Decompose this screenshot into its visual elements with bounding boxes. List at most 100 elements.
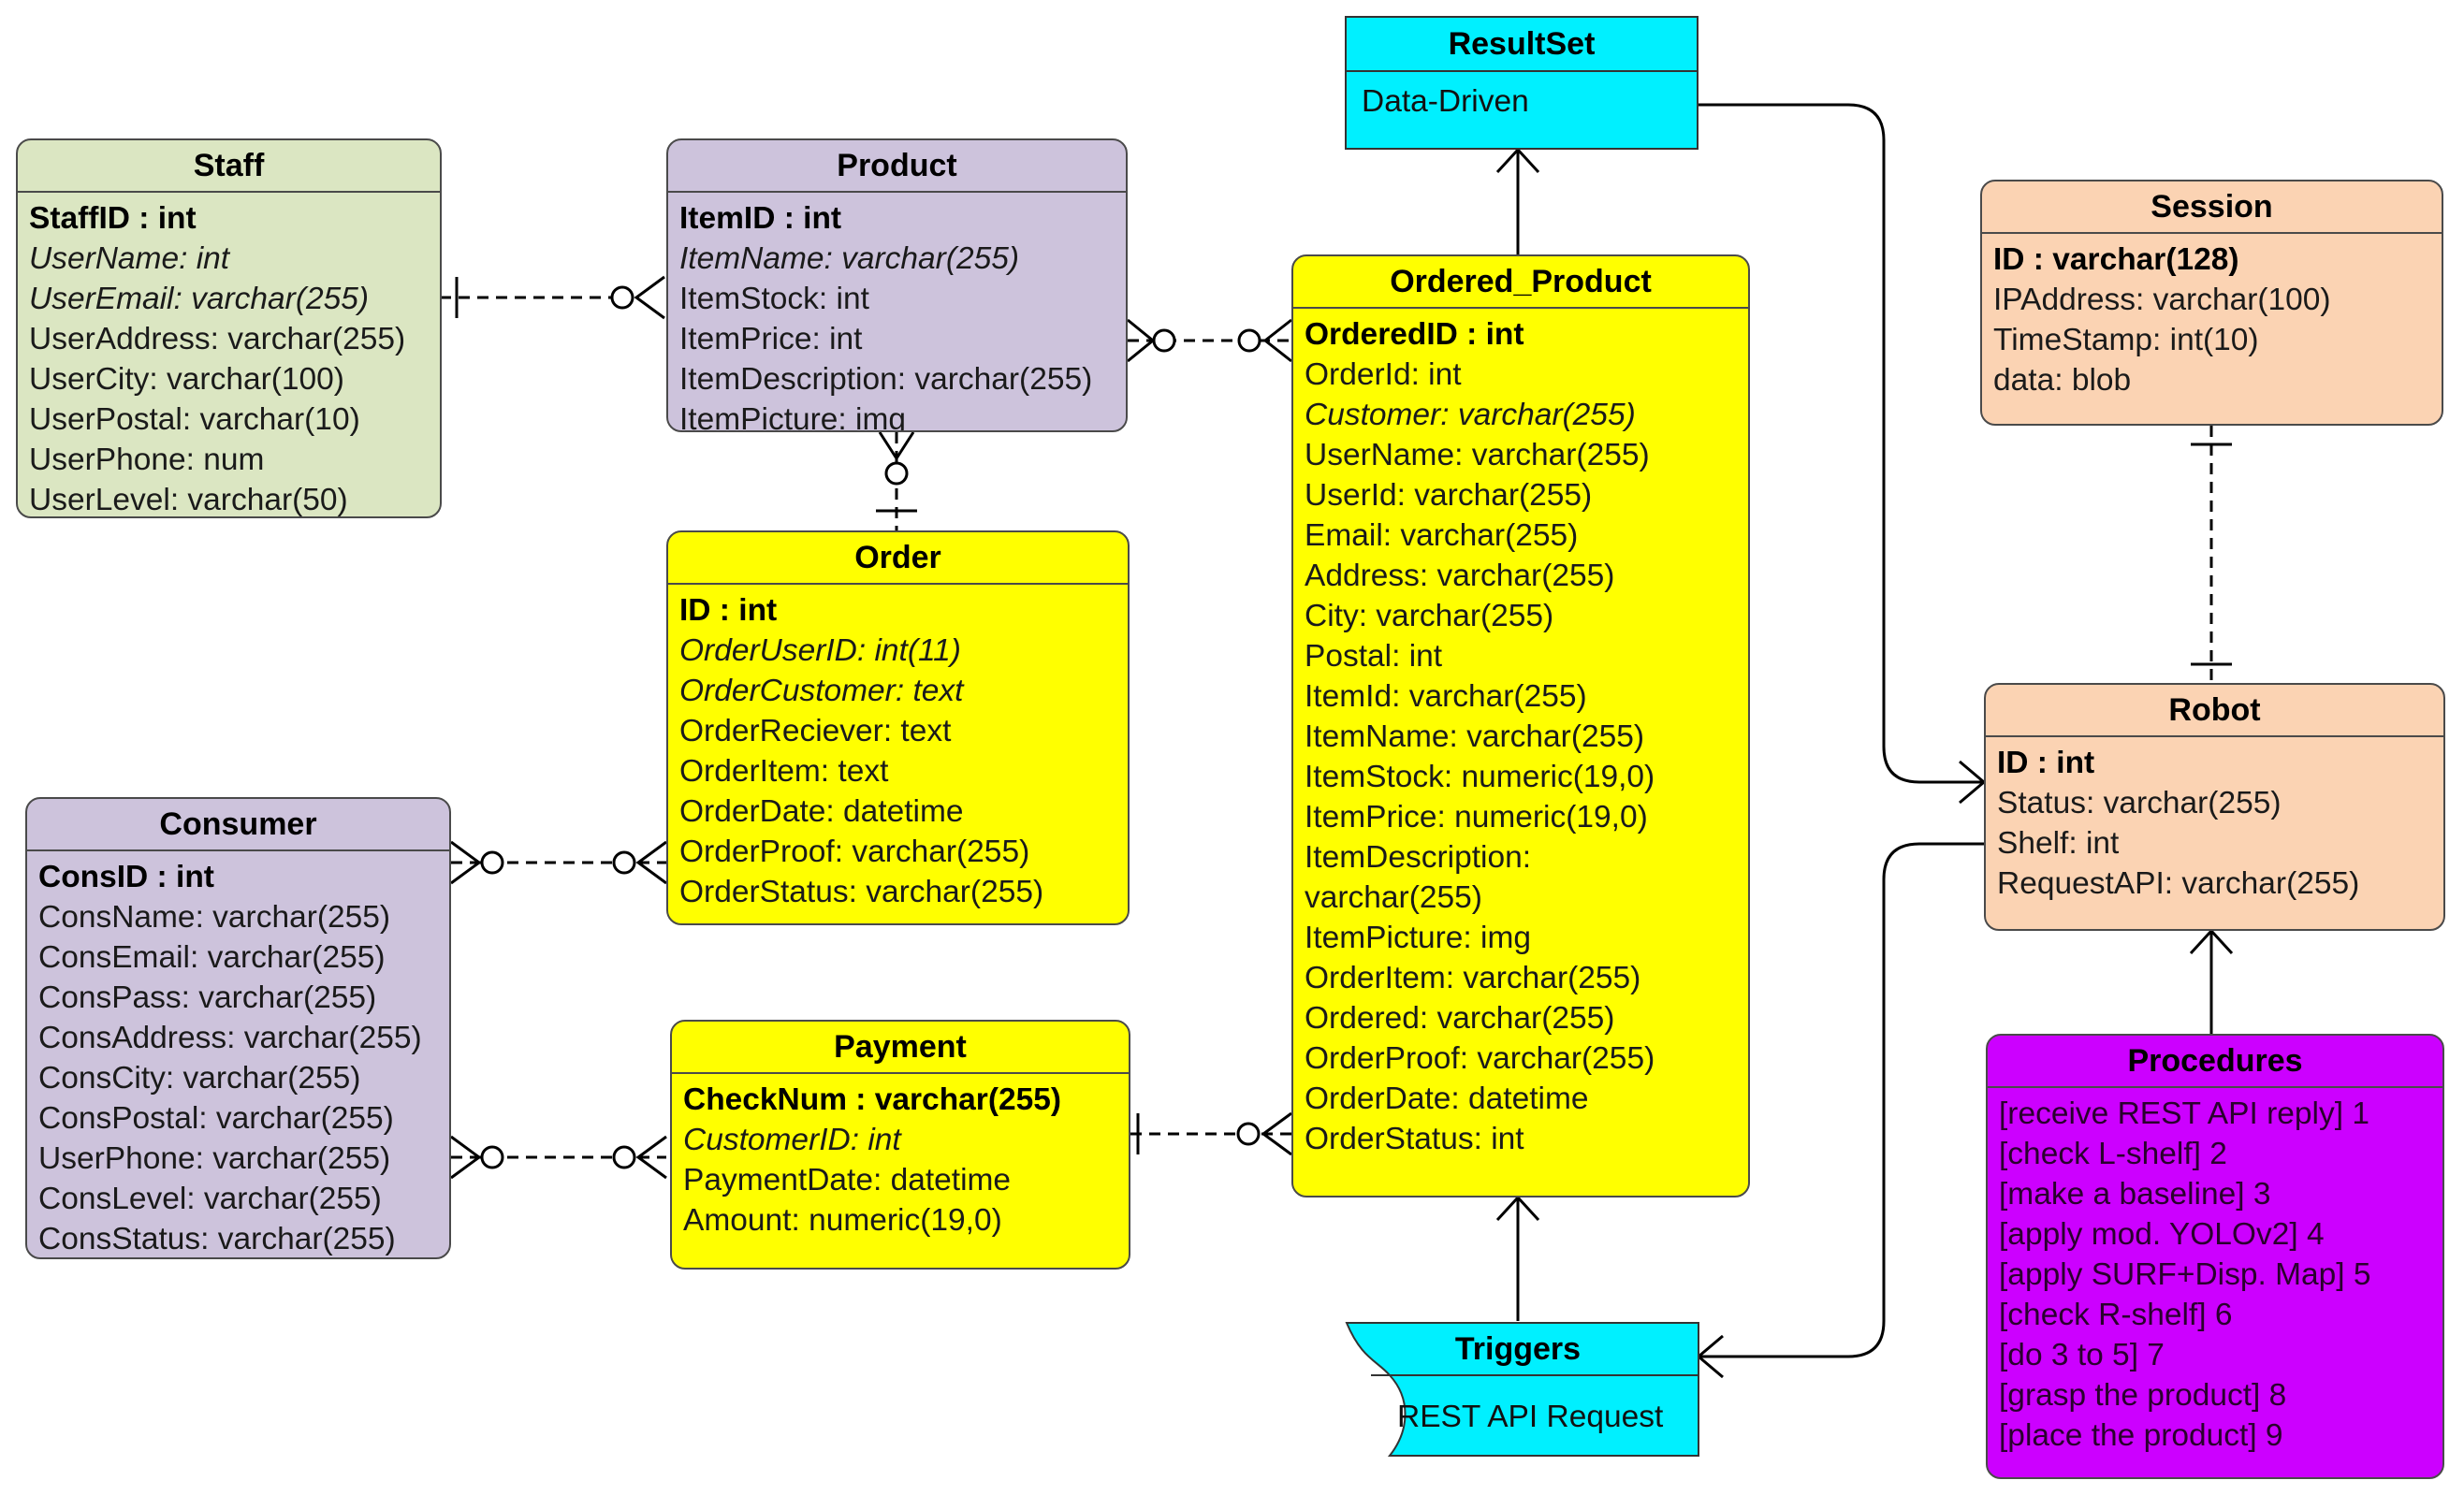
consumer-entity-title: Consumer <box>27 799 449 851</box>
procedures-field: [place the product] 9 <box>1999 1418 2283 1453</box>
payment-field: Amount: numeric(19,0) <box>683 1203 1002 1238</box>
ordered-product-field: Customer: varchar(255) <box>1305 398 1636 432</box>
order-field: ID : int <box>679 593 778 628</box>
ordered-product-field: ItemPrice: numeric(19,0) <box>1305 800 1648 835</box>
robot-triggers-arrow <box>1699 842 1984 1358</box>
order-entity-title: Order <box>668 532 1128 585</box>
session-entity-title: Session <box>1982 181 2442 234</box>
product-field: ItemID : int <box>679 201 842 236</box>
payment-entity[interactable]: Payment CheckNum : varchar(255) CustomerI… <box>670 1020 1130 1270</box>
procedures-field: [do 3 to 5] 7 <box>1999 1338 2165 1372</box>
ordered-product-field: ItemPicture: img <box>1305 921 1532 955</box>
session-field: TimeStamp: int(10) <box>1993 323 2259 357</box>
ordered-product-field: OrderId: int <box>1305 357 1462 392</box>
staff-field: UserName: int <box>29 241 230 276</box>
robot-field: RequestAPI: varchar(255) <box>1997 866 2360 901</box>
resultset-body: Data-Driven <box>1362 84 1529 119</box>
order-field: OrderCustomer: text <box>679 674 964 708</box>
triggers-shape <box>1345 1322 1699 1457</box>
resultset-robot-arrow <box>1699 103 1984 784</box>
product-field: ItemName: varchar(255) <box>679 241 1020 276</box>
triggers-body: REST API Request <box>1397 1400 1664 1434</box>
product-field: ItemDescription: varchar(255) <box>679 362 1093 397</box>
staff-entity-title: Staff <box>18 140 440 193</box>
procedures-field: [check L-shelf] 2 <box>1999 1137 2227 1171</box>
ordered-product-field: varchar(255) <box>1305 880 1482 915</box>
consumer-field: ConsID : int <box>38 860 214 894</box>
procedures-field: [apply mod. YOLOv2] 4 <box>1999 1217 2325 1252</box>
order-field: OrderUserID: int(11) <box>679 633 961 668</box>
triggers-title: Triggers <box>1454 1331 1582 1367</box>
session-field: ID : varchar(128) <box>1993 242 2239 277</box>
ordered-product-field: UserName: varchar(255) <box>1305 438 1650 472</box>
ordered-product-field: OrderStatus: int <box>1305 1122 1524 1156</box>
procedures-entity-fields: [receive REST API reply] 1 [check L-shelf… <box>1988 1088 2442 1456</box>
order-field: OrderReciever: text <box>679 714 952 748</box>
payment-field: PaymentDate: datetime <box>683 1163 1012 1197</box>
ordered-product-field: OrderedID : int <box>1305 317 1524 352</box>
ordered-product-field: Ordered: varchar(255) <box>1305 1001 1615 1036</box>
staff-field: UserAddress: varchar(255) <box>29 322 406 356</box>
product-field: ItemPrice: int <box>679 322 863 356</box>
ordered-product-field: ItemStock: numeric(19,0) <box>1305 760 1655 794</box>
procedures-field: [receive REST API reply] 1 <box>1999 1096 2369 1131</box>
ordered-product-field: ItemId: varchar(255) <box>1305 679 1587 714</box>
consumer-field: ConsStatus: varchar(255) <box>38 1222 396 1256</box>
order-field: OrderProof: varchar(255) <box>679 835 1030 869</box>
consumer-field: ConsEmail: varchar(255) <box>38 940 386 975</box>
ordered-product-field: Address: varchar(255) <box>1305 559 1615 593</box>
robot-entity-title: Robot <box>1986 685 2443 737</box>
product-field: ItemPicture: img <box>679 402 907 432</box>
consumer-field: ConsLevel: varchar(255) <box>38 1182 382 1216</box>
ordered-product-field: OrderItem: varchar(255) <box>1305 961 1641 995</box>
ordered-product-field: Postal: int <box>1305 639 1443 674</box>
payment-field: CheckNum : varchar(255) <box>683 1082 1062 1117</box>
payment-field: CustomerID: int <box>683 1123 901 1157</box>
resultset-title: ResultSet <box>1347 18 1697 72</box>
resultset-box[interactable]: ResultSet Data-Driven <box>1345 16 1699 150</box>
staff-field: UserCity: varchar(100) <box>29 362 344 397</box>
triggers-box[interactable]: Triggers REST API Request <box>1345 1321 1700 1458</box>
staff-field: UserLevel: varchar(50) <box>29 483 348 517</box>
order-field: OrderDate: datetime <box>679 794 964 829</box>
consumer-field: ConsName: varchar(255) <box>38 900 391 935</box>
ordered-product-field: Email: varchar(255) <box>1305 518 1579 553</box>
session-entity[interactable]: Session ID : varchar(128)IPAddress: varc… <box>1980 180 2443 426</box>
ordered-product-entity-title: Ordered_Product <box>1293 256 1748 309</box>
consumer-field: ConsPostal: varchar(255) <box>38 1101 394 1136</box>
ordered-product-field: OrderDate: datetime <box>1305 1081 1589 1116</box>
ordered-product-field: City: varchar(255) <box>1305 599 1554 633</box>
procedures-entity-title: Procedures <box>1988 1036 2442 1088</box>
procedures-field: [grasp the product] 8 <box>1999 1378 2287 1413</box>
consumer-field: UserPhone: varchar(255) <box>38 1141 391 1176</box>
procedures-field: [make a baseline] 3 <box>1999 1177 2271 1212</box>
staff-field: UserPostal: varchar(10) <box>29 402 360 437</box>
procedures-field: [apply SURF+Disp. Map] 5 <box>1999 1257 2371 1292</box>
order-field: OrderStatus: varchar(255) <box>679 875 1044 909</box>
payment-entity-title: Payment <box>672 1022 1129 1074</box>
staff-field: UserEmail: varchar(255) <box>29 282 370 316</box>
session-field: data: blob <box>1993 363 2132 398</box>
robot-field: ID : int <box>1997 746 2095 780</box>
product-field: ItemStock: int <box>679 282 869 316</box>
ordered-product-field: OrderProof: varchar(255) <box>1305 1041 1655 1076</box>
product-entity-title: Product <box>668 140 1126 193</box>
procedures-entity[interactable]: Procedures [receive REST API reply] 1 [ch… <box>1986 1034 2444 1479</box>
robot-field: Status: varchar(255) <box>1997 786 2282 820</box>
ordered-product-field: ItemName: varchar(255) <box>1305 719 1645 754</box>
staff-field: UserPhone: num <box>29 443 265 477</box>
